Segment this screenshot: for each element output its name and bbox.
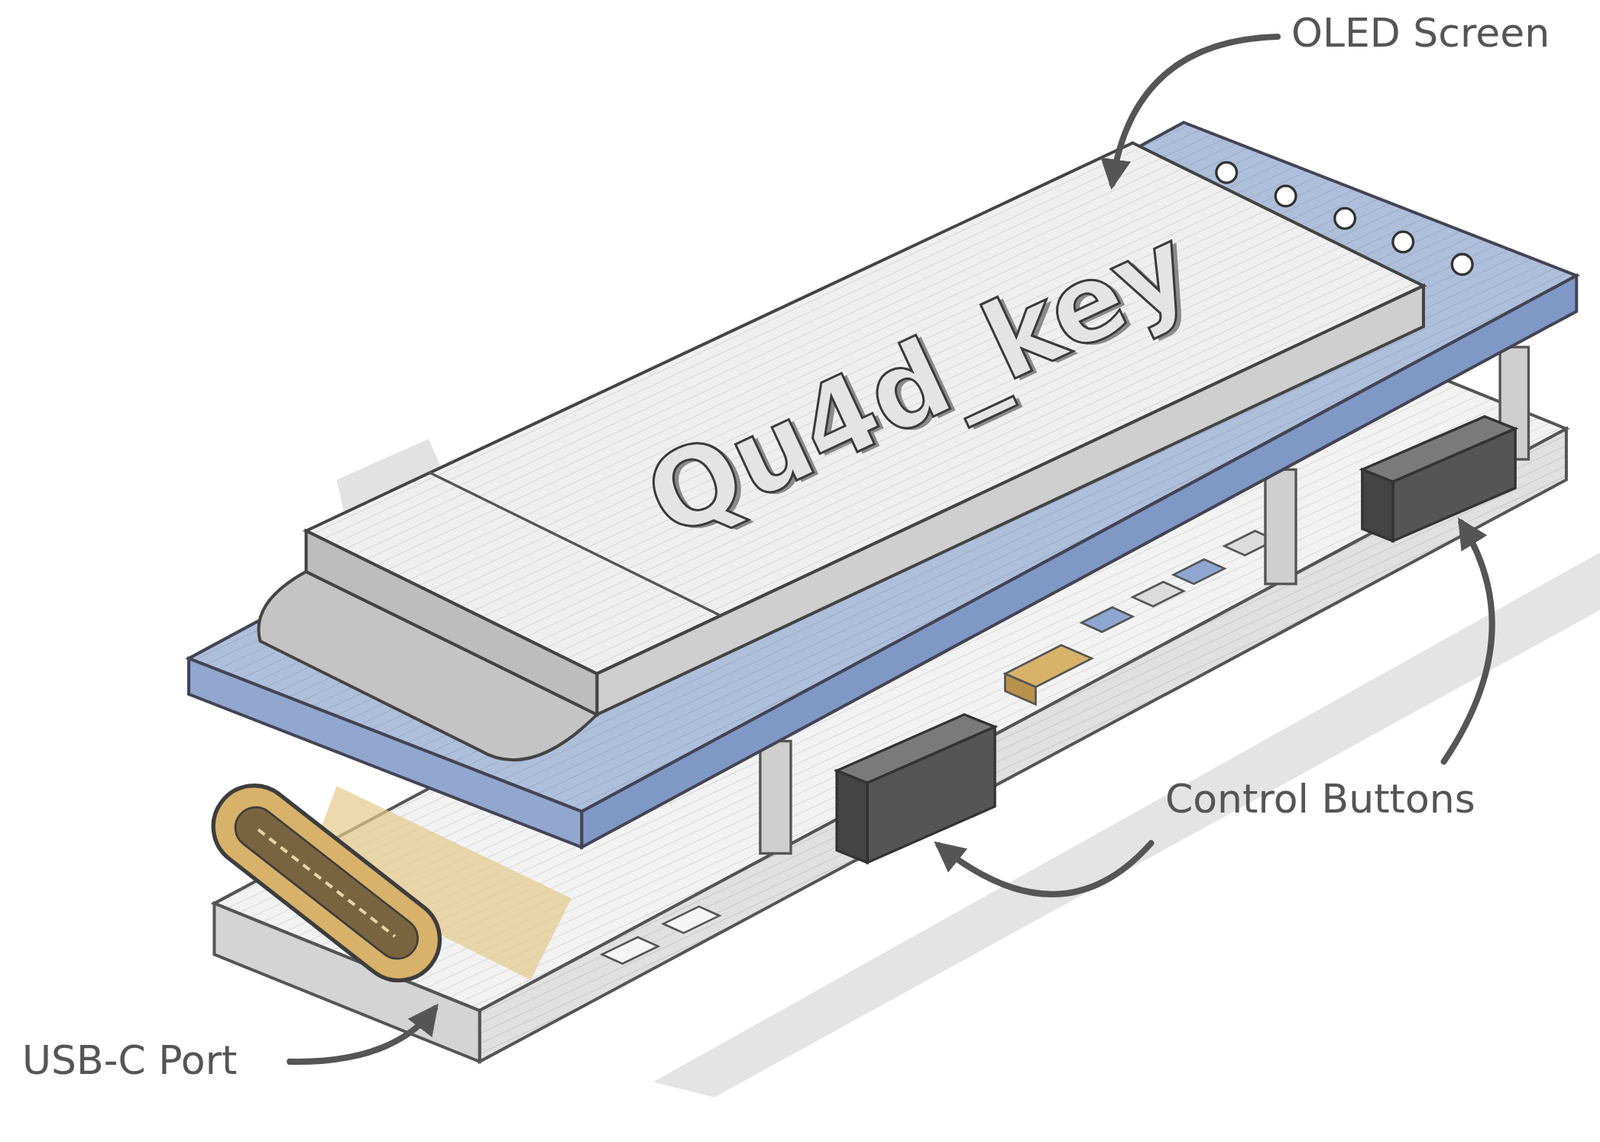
callout-label: OLED Screen — [1291, 10, 1550, 57]
callout-label: USB-C Port — [22, 1037, 237, 1084]
callout-label: Control Buttons — [1165, 776, 1476, 823]
